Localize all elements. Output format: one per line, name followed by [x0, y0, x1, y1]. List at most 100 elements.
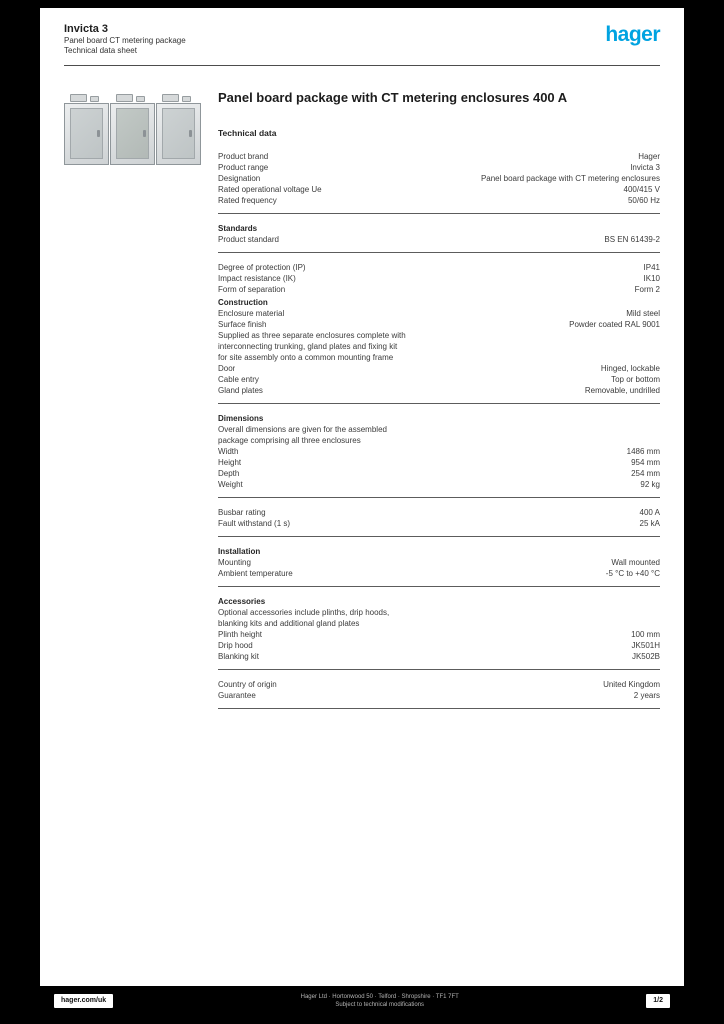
spec-label: Product range: [218, 163, 269, 172]
door-handle: [143, 130, 146, 137]
footer-website-link[interactable]: hager.com/uk: [54, 994, 114, 1008]
spec-value: 25 kA: [639, 519, 660, 528]
spec-value: JK501H: [631, 641, 660, 650]
section-divider: [218, 708, 660, 709]
spec-note-line: interconnecting trunking, gland plates a…: [218, 342, 398, 351]
door-handle: [97, 130, 100, 137]
spec-value: United Kingdom: [603, 680, 660, 689]
product-identification: Invicta 3 Panel board CT metering packag…: [64, 22, 186, 56]
page-title: Panel board package with CT metering enc…: [218, 90, 568, 105]
spec-value: 50/60 Hz: [627, 196, 660, 205]
spec-row: Door Hinged, lockable: [218, 363, 660, 374]
product-code: Invicta 3: [64, 23, 109, 35]
spec-row: Product brand Hager: [218, 151, 660, 162]
section-divider: [218, 403, 660, 404]
spec-note-line: package comprising all three enclosures: [218, 436, 361, 445]
spec-value: 92 kg: [640, 480, 660, 489]
spec-label: Busbar rating: [218, 508, 266, 517]
spec-label: Door: [218, 364, 236, 373]
spec-value: Form 2: [634, 285, 660, 294]
spec-row: Cable entry Top or bottom: [218, 374, 660, 385]
spec-note-line: Optional accessories include plinths, dr…: [218, 608, 390, 617]
spec-value: Wall mounted: [611, 558, 660, 567]
spec-row: Mounting Wall mounted: [218, 557, 660, 568]
spec-value: 400 A: [639, 508, 660, 517]
spec-label: Country of origin: [218, 680, 277, 689]
section-divider: [218, 669, 660, 670]
technical-data-heading: Technical data: [218, 128, 277, 138]
spec-row: Country of origin United Kingdom: [218, 679, 660, 690]
spec-value: BS EN 61439-2: [604, 235, 660, 244]
spec-value: -5 °C to +40 °C: [605, 569, 660, 578]
spec-row: Busbar rating 400 A: [218, 507, 660, 518]
main-content: Panel board package with CT metering enc…: [64, 90, 660, 986]
section-divider: [218, 213, 660, 214]
spec-row: Impact resistance (IK) IK10: [218, 273, 660, 284]
spec-row: Enclosure material Mild steel: [218, 308, 660, 319]
knockout-icon: [90, 96, 99, 102]
spec-label: Mounting: [218, 558, 251, 567]
footer-company-info: Hager Ltd · Hortonwood 50 · Telford · Sh…: [301, 993, 459, 1009]
spec-label: Product brand: [218, 152, 269, 161]
footer-note: Subject to technical modifications: [335, 1002, 425, 1008]
section-heading: Standards: [218, 224, 258, 233]
spec-value: Mild steel: [626, 309, 660, 318]
product-image: [64, 94, 204, 195]
spec-label: Form of separation: [218, 285, 286, 294]
spec-label: Blanking kit: [218, 652, 259, 661]
knockout-icon: [70, 94, 87, 102]
spec-value: 2 years: [633, 691, 660, 700]
spec-row: Degree of protection (IP)IP41: [218, 262, 660, 273]
spec-value: Hinged, lockable: [600, 364, 660, 373]
spec-value: 1486 mm: [626, 447, 660, 456]
section-divider: [218, 497, 660, 498]
knockout-icon: [136, 96, 145, 102]
knockout-icon: [162, 94, 179, 102]
spec-label: Degree of protection (IP): [218, 263, 306, 272]
spec-value: Hager: [638, 152, 660, 161]
page-number: 1/2: [646, 994, 670, 1008]
knockout-icon: [182, 96, 191, 102]
spec-value: IK10: [643, 274, 660, 283]
spec-row: Fault withstand (1 s)25 kA: [218, 518, 660, 529]
spec-row: Product standard BS EN 61439-2: [218, 234, 660, 245]
spec-value: 954 mm: [631, 458, 660, 467]
spec-value: Powder coated RAL 9001: [569, 320, 660, 329]
image-column: [64, 90, 218, 195]
spec-value: 254 mm: [631, 469, 660, 478]
spec-value: JK502B: [631, 652, 660, 661]
spec-value: Removable, undrilled: [584, 386, 660, 395]
spec-label: Impact resistance (IK): [218, 274, 296, 283]
spec-row: Ambient temperature -5 °C to +40 °C: [218, 568, 660, 579]
enclosure-unit: [156, 94, 201, 165]
spec-label: Product standard: [218, 235, 279, 244]
section-heading: Installation: [218, 547, 261, 556]
section-divider: [218, 586, 660, 587]
spec-row: Width 1486 mm: [218, 446, 660, 457]
spec-label: Enclosure material: [218, 309, 285, 318]
spec-label: Depth: [218, 469, 240, 478]
spec-label: Cable entry: [218, 375, 259, 384]
spec-label: Ambient temperature: [218, 569, 293, 578]
spec-label: Width: [218, 447, 239, 456]
spec-row: Depth 254 mm: [218, 468, 660, 479]
spec-note-line: Supplied as three separate enclosures co…: [218, 331, 406, 340]
page-header: Invicta 3 Panel board CT metering packag…: [64, 22, 660, 66]
spec-value: Panel board package with CT metering enc…: [480, 174, 660, 183]
section-subheading: Construction: [218, 298, 268, 307]
spec-value: Top or bottom: [611, 375, 660, 384]
